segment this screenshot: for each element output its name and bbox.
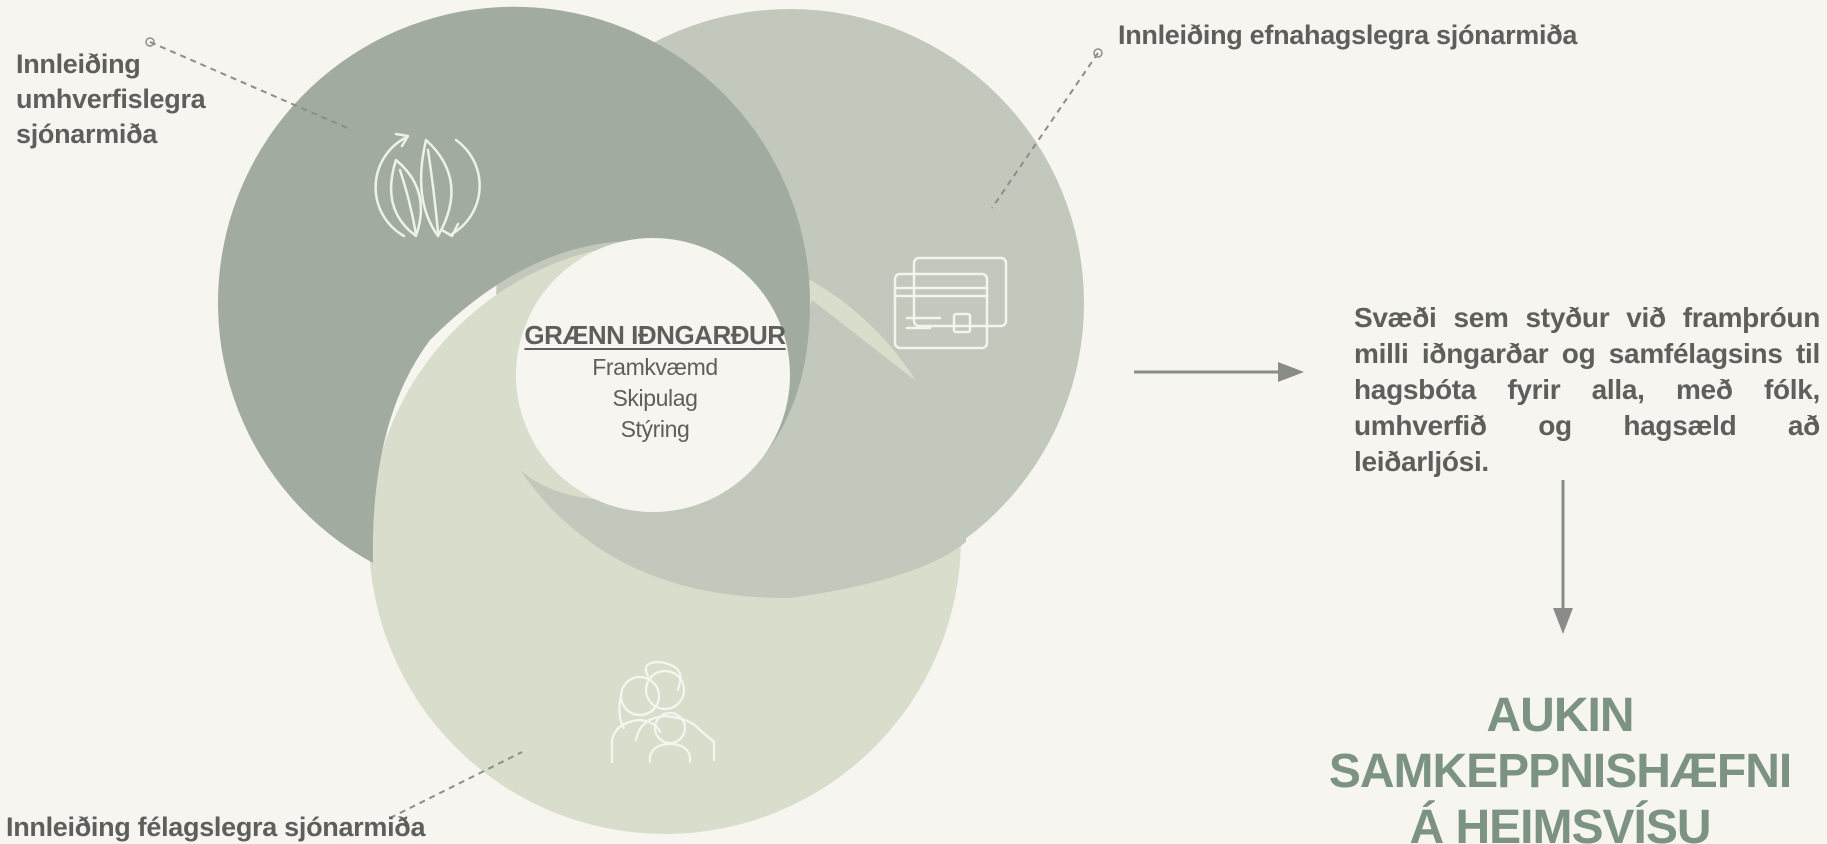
family-icon [610,660,716,764]
environmental-leader-line [149,41,353,131]
economic-label: Innleiðing efnahagslegra sjónarmiða [1118,20,1578,50]
environmental-leader-dot [145,37,155,47]
economic-leader-dot [1093,48,1103,58]
center-title: GRÆNN IÐNGARÐUR [524,320,786,350]
leaf-cycle-icon [374,132,481,238]
headline-line: Á HEIMSVÍSU [1409,801,1711,844]
environmental-label-line: sjónarmiða [16,119,158,149]
credit-card-icon [893,256,1008,350]
center-circle [516,238,790,512]
environmental-label: Innleiðing umhverfislegra sjónarmiða [16,47,206,152]
economic-leader-line [991,52,1099,209]
environmental-label-line: umhverfislegra [16,84,206,114]
environmental-circle [218,6,811,564]
headline-line: AUKIN SAMKEPPNISHÆFNI [1328,689,1792,798]
center-block: GRÆNN IÐNGARÐUR Framkvæmd Skipulag Stýri… [520,318,790,445]
social-label: Innleiðing félagslegra sjónarmiða [6,812,426,842]
environmental-label-line: Innleiðing [16,49,141,79]
center-item-management: Stýring [620,416,690,442]
down-arrow [1553,480,1573,634]
center-item-planning: Skipulag [612,385,698,411]
outcome-description: Svæði sem styður við framþróun milli iðn… [1354,302,1820,477]
center-item-execution: Framkvæmd [592,354,718,380]
social-leader-line [389,751,523,819]
outcome-headline: AUKIN SAMKEPPNISHÆFNI Á HEIMSVÍSU [1300,688,1820,844]
right-arrow [1134,362,1304,382]
